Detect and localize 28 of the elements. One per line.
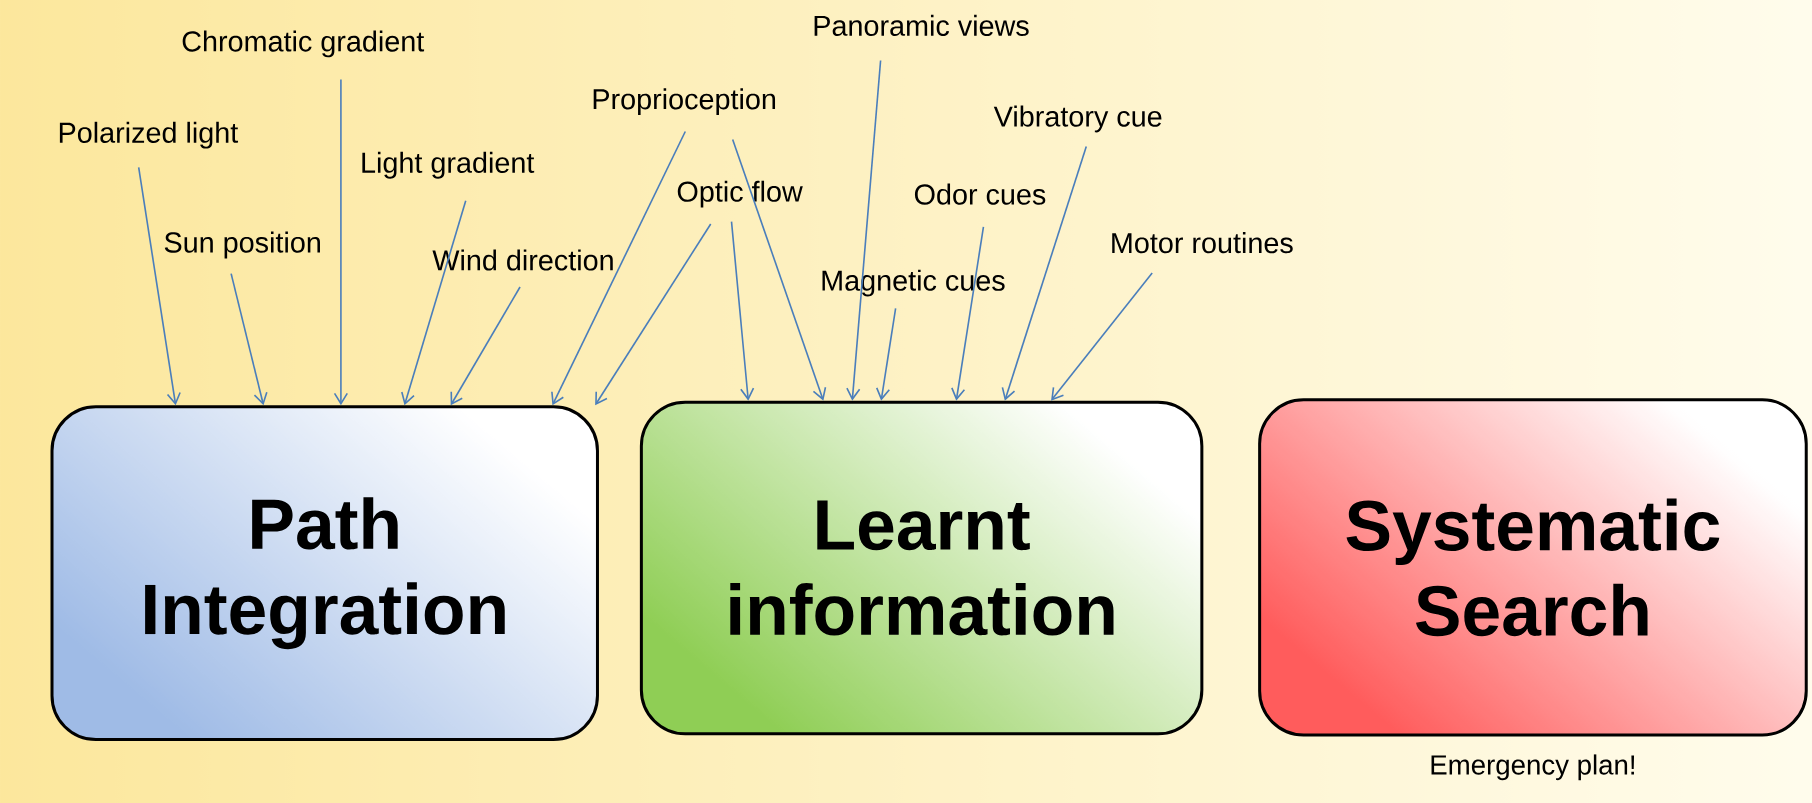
cue-label: Light gradient xyxy=(362,151,535,179)
cue-label: Polarized light xyxy=(59,121,239,149)
cue-label: Sun position xyxy=(164,231,320,259)
arrow xyxy=(1001,145,1088,401)
note-text: Emergency plan! xyxy=(1431,754,1635,781)
arrow xyxy=(1051,272,1153,401)
cue-label: Motor routines xyxy=(1112,232,1293,254)
cue-label: Chromatic gradient xyxy=(182,30,425,58)
arrow xyxy=(731,138,827,401)
process-box: Systematic Search xyxy=(1258,398,1808,737)
cue-label: Optic flow xyxy=(677,180,803,208)
cue-label: Proprioception xyxy=(593,88,776,116)
arrow xyxy=(875,307,897,401)
arrow xyxy=(730,220,755,401)
arrow xyxy=(951,226,985,401)
arrow xyxy=(595,223,712,406)
arrow xyxy=(230,272,268,406)
process-box: Learnt information xyxy=(639,400,1204,736)
arrow xyxy=(551,130,687,406)
cue-label: Vibratory cue xyxy=(993,105,1162,133)
arrow xyxy=(333,78,349,406)
cue-label: Odor cues xyxy=(914,183,1046,205)
arrow xyxy=(137,166,181,406)
arrow xyxy=(401,199,467,406)
process-box: Path Integration xyxy=(50,405,599,741)
cue-label: Panoramic views xyxy=(814,14,1029,36)
arrow xyxy=(450,286,521,406)
arrow xyxy=(846,59,882,401)
